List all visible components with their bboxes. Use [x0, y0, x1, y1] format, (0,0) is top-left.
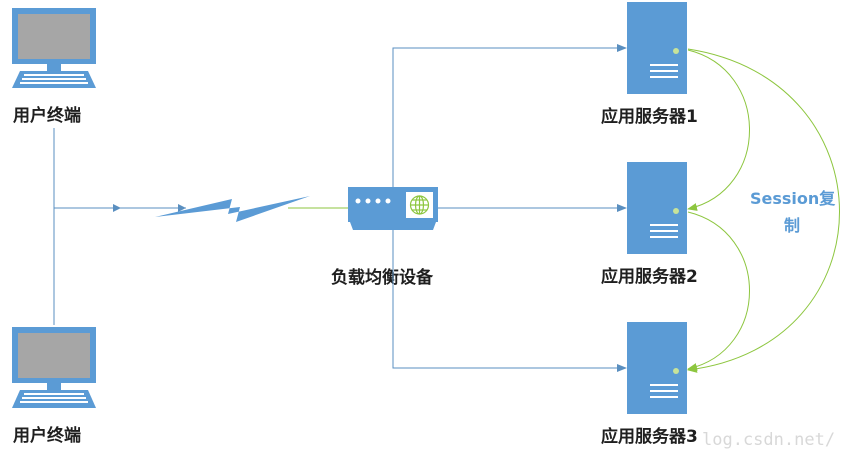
- server-icon: [627, 322, 687, 414]
- terminal-label: 用户终端: [13, 105, 81, 126]
- arrow-head-icon: [178, 204, 186, 212]
- lightning-icon: [155, 196, 310, 222]
- computer-icon: [12, 327, 96, 408]
- load-balancer-label: 负载均衡设备: [331, 267, 434, 288]
- arrow-head-icon: [113, 204, 121, 212]
- terminal-label: 用户终端: [13, 425, 81, 446]
- user-terminal-2: 用户终端: [12, 327, 96, 446]
- session-arrow-2-3: [687, 211, 750, 371]
- load-balancer: 负载均衡设备: [331, 187, 438, 288]
- user-terminal-1: 用户终端: [12, 8, 96, 126]
- server-icon: [627, 162, 687, 254]
- router-icon: [348, 187, 438, 230]
- app-server-3: 应用服务器3: [601, 322, 698, 447]
- route-line-server-1: [392, 44, 627, 187]
- watermark: log.csdn.net/: [702, 430, 835, 450]
- route-line-server-3: [392, 230, 627, 372]
- server-icon: [627, 2, 687, 94]
- app-server-2: 应用服务器2: [601, 162, 698, 287]
- app-server-1: 应用服务器1: [601, 2, 698, 127]
- session-label-line2: 制: [784, 216, 800, 235]
- session-arrow-1-2: [687, 49, 750, 211]
- server-label: 应用服务器2: [601, 266, 698, 287]
- session-arrow-1-3: [687, 48, 840, 373]
- computer-icon: [12, 8, 96, 88]
- server-label: 应用服务器1: [601, 106, 698, 127]
- server-label: 应用服务器3: [601, 426, 698, 447]
- session-label-line1: Session复: [750, 189, 836, 208]
